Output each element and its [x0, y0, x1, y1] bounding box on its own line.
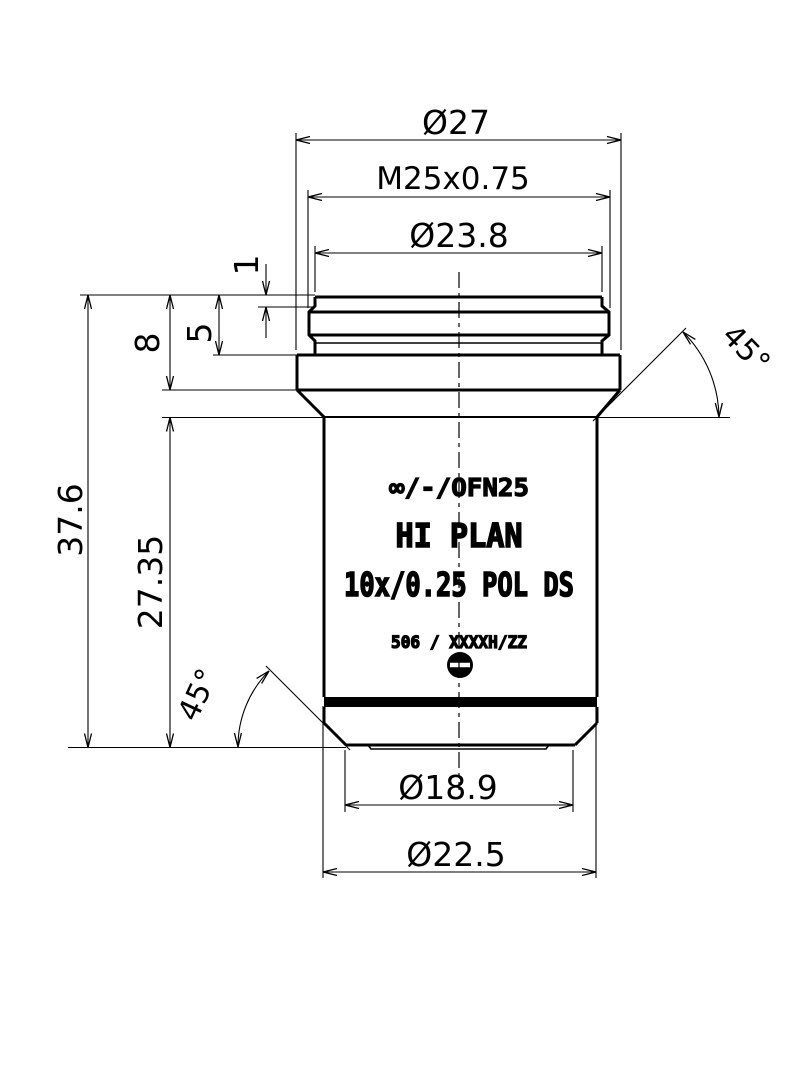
dim-label-outer-diameter: Ø27: [422, 103, 490, 142]
dimension-lines: [68, 133, 730, 878]
angle-bottom-leader: [265, 665, 351, 751]
front-ring-sides: [322, 707, 599, 723]
angle-top-arc: [682, 331, 723, 418]
dim-label-bottom-chamfer-angle: 45°: [171, 663, 225, 726]
front-chamfers: [322, 721, 599, 747]
engraving-series-name: HI PLAN: [396, 516, 523, 555]
body-sides: [322, 417, 599, 697]
dim-label-top-chamfer-angle: 45°: [715, 318, 777, 381]
ext-thread: [307, 190, 611, 308]
angle-top-leader: [592, 327, 687, 422]
dim-label-thread-length: 5: [180, 323, 219, 344]
dim-label-relief-height: 1: [227, 255, 266, 276]
thread-profile-right: [600, 297, 611, 355]
angle-bottom-arc: [233, 670, 270, 748]
engraving-magnification-spec: 10x/0.25 POL DS: [344, 565, 574, 604]
front-lens-lip: [367, 744, 550, 750]
knurl-ring-band: [324, 697, 597, 707]
ext-dia27: [295, 133, 622, 350]
dim-label-body-length: 27.35: [131, 535, 170, 629]
ext-dia225: [322, 706, 597, 878]
engraving-part-number: 506 / XXXXH/ZZ: [391, 633, 527, 653]
dim-label-thread-inner-diameter: Ø23.8: [409, 216, 508, 255]
dim-label-mount-thread: M25x0.75: [376, 161, 530, 197]
objective-outline: [295, 272, 622, 790]
engraving-optics-spec: ∞/-/OFN25: [389, 473, 529, 502]
dim-label-head-height: 8: [128, 333, 167, 354]
thread-profile-left: [307, 297, 317, 355]
engraving-labels: ∞/-/OFN25 HI PLAN 10x/0.25 POL DS 506 / …: [343, 472, 575, 653]
screw-slot-icon: [447, 652, 473, 678]
dim-label-body-diameter: Ø22.5: [406, 835, 505, 874]
dim-label-front-diameter: Ø18.9: [398, 768, 497, 807]
flange-sides: [295, 355, 622, 390]
dim-label-overall-length: 37.6: [51, 483, 90, 556]
